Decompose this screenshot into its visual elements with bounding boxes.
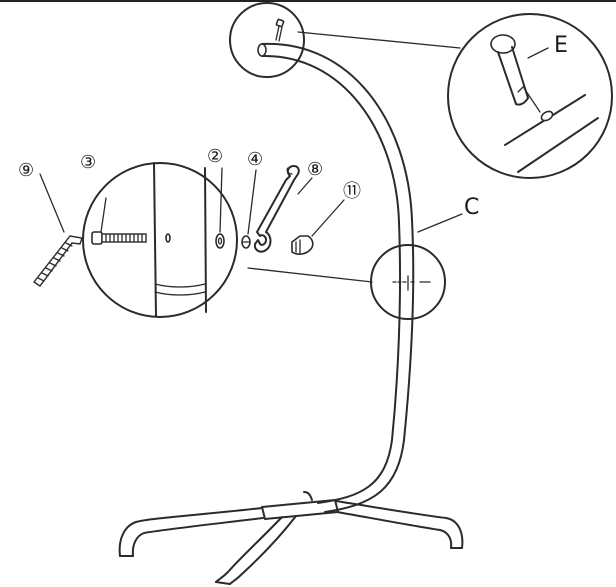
spring-washer-part-4: [241, 235, 251, 249]
middle-detail-callout: [370, 244, 446, 320]
pin-e-small: [275, 18, 285, 42]
top-detail-leader-line: [297, 31, 461, 49]
bolt-part-3: [91, 231, 147, 245]
wrench-part-8: [253, 165, 300, 253]
label-part-e: E: [554, 33, 568, 58]
label-part-4: ④: [247, 149, 263, 170]
middle-detail-leader-line: [247, 267, 373, 283]
label-part-8: ⑧: [307, 159, 323, 180]
label-part-11: ⑪: [343, 181, 361, 202]
label-part-2: ②: [207, 146, 223, 167]
label-c-leader-line: [417, 213, 463, 233]
label-part-3: ③: [80, 152, 96, 173]
label-part-9: ⑨: [18, 160, 34, 181]
stand-pole-c: [257, 42, 415, 513]
detail-view-bolt: [82, 162, 238, 318]
stand-base: [118, 491, 464, 585]
label-part-c: C: [464, 195, 479, 220]
detail-view-e: [447, 13, 613, 179]
top-detail-callout-circle: [229, 2, 305, 78]
cap-nut-part-11: [291, 235, 314, 255]
washer-part-2: [215, 233, 225, 249]
allen-key-part-9: [32, 235, 83, 287]
